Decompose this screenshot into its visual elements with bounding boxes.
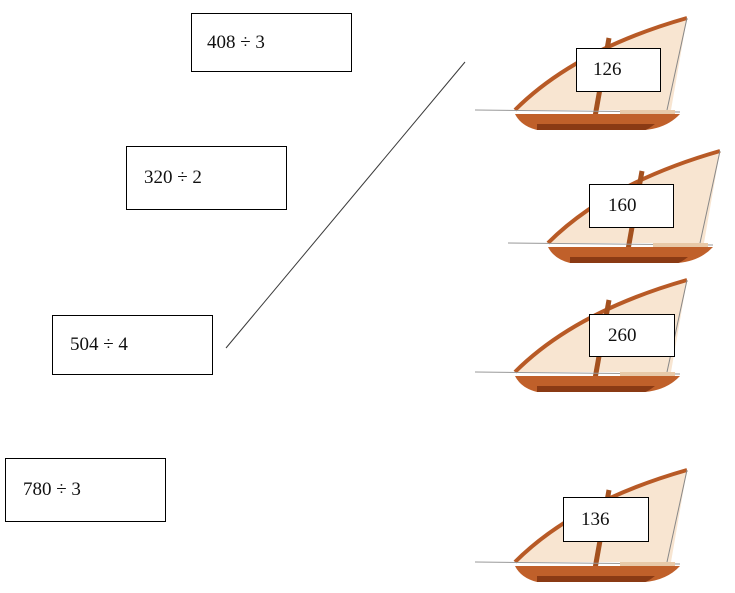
answer-box-136[interactable]: 136 [563, 497, 649, 542]
expression-label: 504 ÷ 4 [70, 334, 128, 355]
expression-box-780-div-3[interactable]: 780 ÷ 3 [5, 458, 166, 522]
expression-box-504-div-4[interactable]: 504 ÷ 4 [52, 315, 213, 375]
expression-label: 320 ÷ 2 [144, 167, 202, 188]
answer-box-126[interactable]: 126 [576, 48, 661, 92]
answer-label: 260 [608, 324, 637, 346]
answer-label: 126 [593, 59, 622, 80]
expression-label: 780 ÷ 3 [23, 479, 81, 500]
expression-label: 408 ÷ 3 [207, 31, 265, 53]
answer-label: 136 [581, 508, 610, 530]
answer-label: 160 [608, 195, 637, 216]
answer-box-160[interactable]: 160 [589, 184, 674, 228]
expression-box-320-div-2[interactable]: 320 ÷ 2 [126, 146, 287, 210]
answer-box-260[interactable]: 260 [589, 314, 675, 357]
expression-box-408-div-3[interactable]: 408 ÷ 3 [191, 13, 352, 72]
